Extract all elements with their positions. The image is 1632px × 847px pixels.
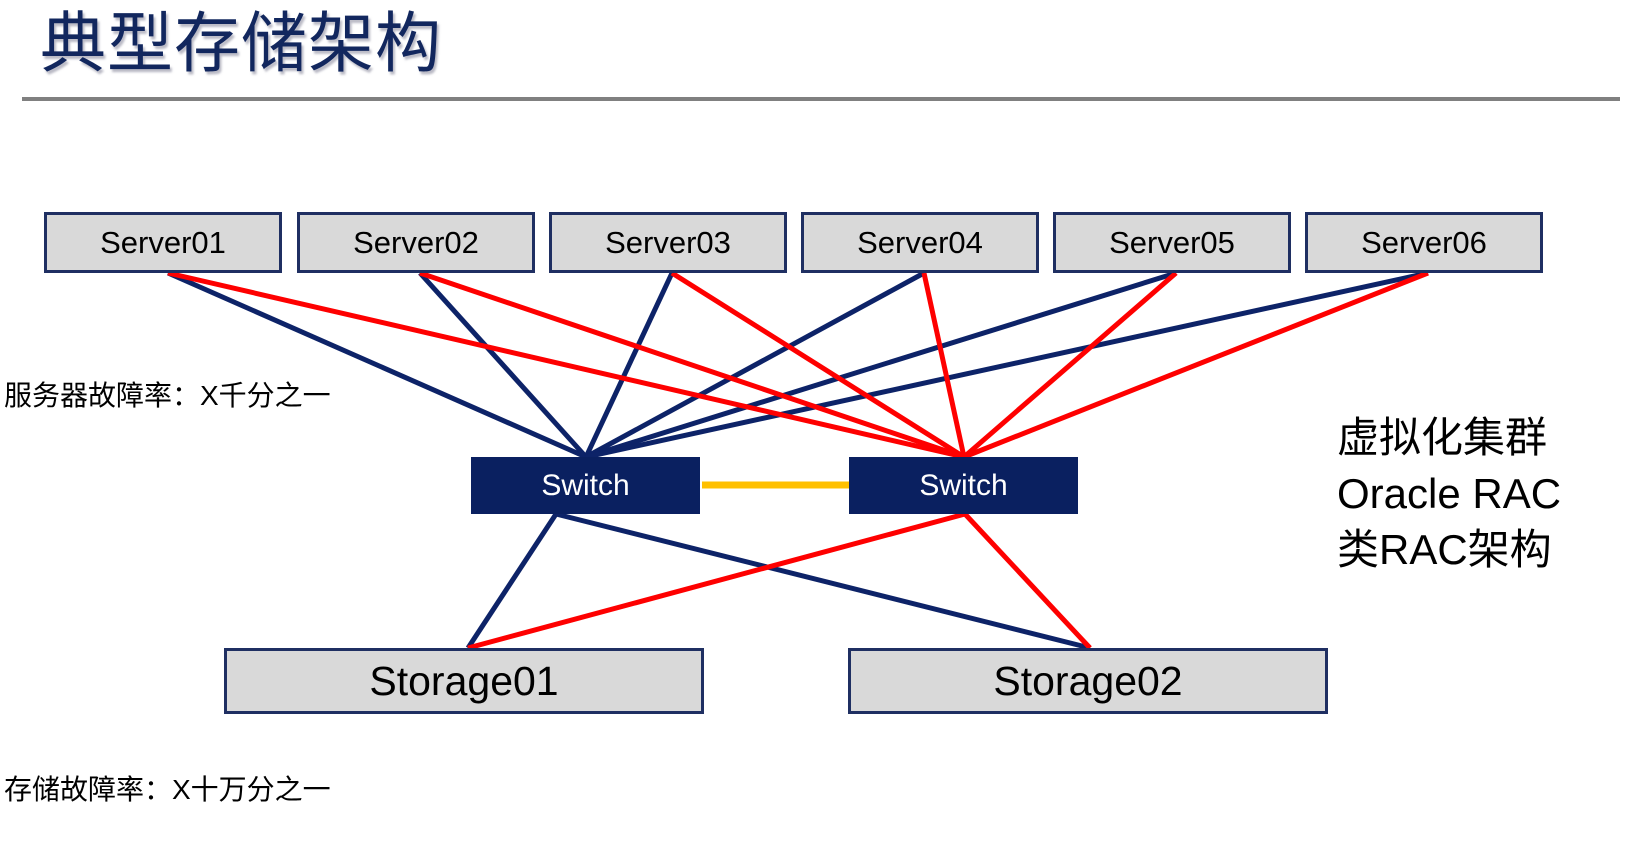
link-line-navy	[585, 270, 1177, 460]
links-left-switch-to-storage	[465, 511, 1091, 651]
node-label: Switch	[919, 468, 1008, 502]
links-right-switch-to-storage	[467, 511, 1092, 651]
node-label: Server01	[100, 224, 226, 260]
cluster-note-line-3: 类RAC架构	[1337, 525, 1552, 573]
link-line-navy	[583, 271, 675, 459]
node-label: Server06	[1361, 224, 1487, 260]
link-line-red	[467, 511, 966, 651]
link-line-red	[963, 270, 1429, 460]
link-line-navy	[584, 270, 926, 460]
storage-failure-rate-label: 存储故障率：X十万分之一	[4, 774, 331, 805]
node-server-06[interactable]: Server06	[1305, 212, 1543, 273]
link-line-navy	[465, 512, 559, 650]
node-label: Storage02	[993, 657, 1183, 704]
link-line-red	[921, 272, 967, 458]
server-failure-rate-label: 服务器故障率：X千分之一	[4, 380, 331, 411]
node-switch-left[interactable]: Switch	[471, 457, 700, 514]
node-server-04[interactable]: Server04	[801, 212, 1039, 273]
links-servers-to-right-switch	[167, 270, 1429, 460]
page-title: 典型存储架构	[40, 6, 442, 80]
link-line-red	[670, 270, 966, 460]
link-line-red	[963, 512, 1092, 650]
cluster-note-line-2: Oracle RAC	[1337, 469, 1562, 517]
link-line-red	[419, 270, 965, 460]
link-line-navy	[585, 270, 1429, 460]
node-switch-right[interactable]: Switch	[849, 457, 1078, 514]
node-label: Server03	[605, 224, 731, 260]
link-line-navy	[418, 271, 588, 459]
node-label: Server02	[353, 224, 479, 260]
node-label: Storage01	[369, 657, 559, 704]
cluster-note-line-1: 虚拟化集群	[1337, 414, 1548, 461]
node-server-01[interactable]: Server01	[44, 212, 282, 273]
node-label: Switch	[541, 468, 630, 502]
node-server-02[interactable]: Server02	[297, 212, 535, 273]
link-line-navy	[555, 511, 1091, 651]
node-storage-02[interactable]: Storage02	[848, 648, 1328, 714]
links-servers-to-left-switch	[166, 270, 1429, 460]
node-label: Server05	[1109, 224, 1235, 260]
node-storage-01[interactable]: Storage01	[224, 648, 704, 714]
node-server-05[interactable]: Server05	[1053, 212, 1291, 273]
link-line-red	[167, 270, 965, 460]
node-server-03[interactable]: Server03	[549, 212, 787, 273]
link-line-red	[962, 271, 1178, 459]
link-line-navy	[166, 270, 588, 460]
title-divider	[22, 97, 1620, 101]
cluster-note: 虚拟化集群 Oracle RAC 类RAC架构	[1337, 410, 1561, 578]
node-label: Server04	[857, 224, 983, 260]
